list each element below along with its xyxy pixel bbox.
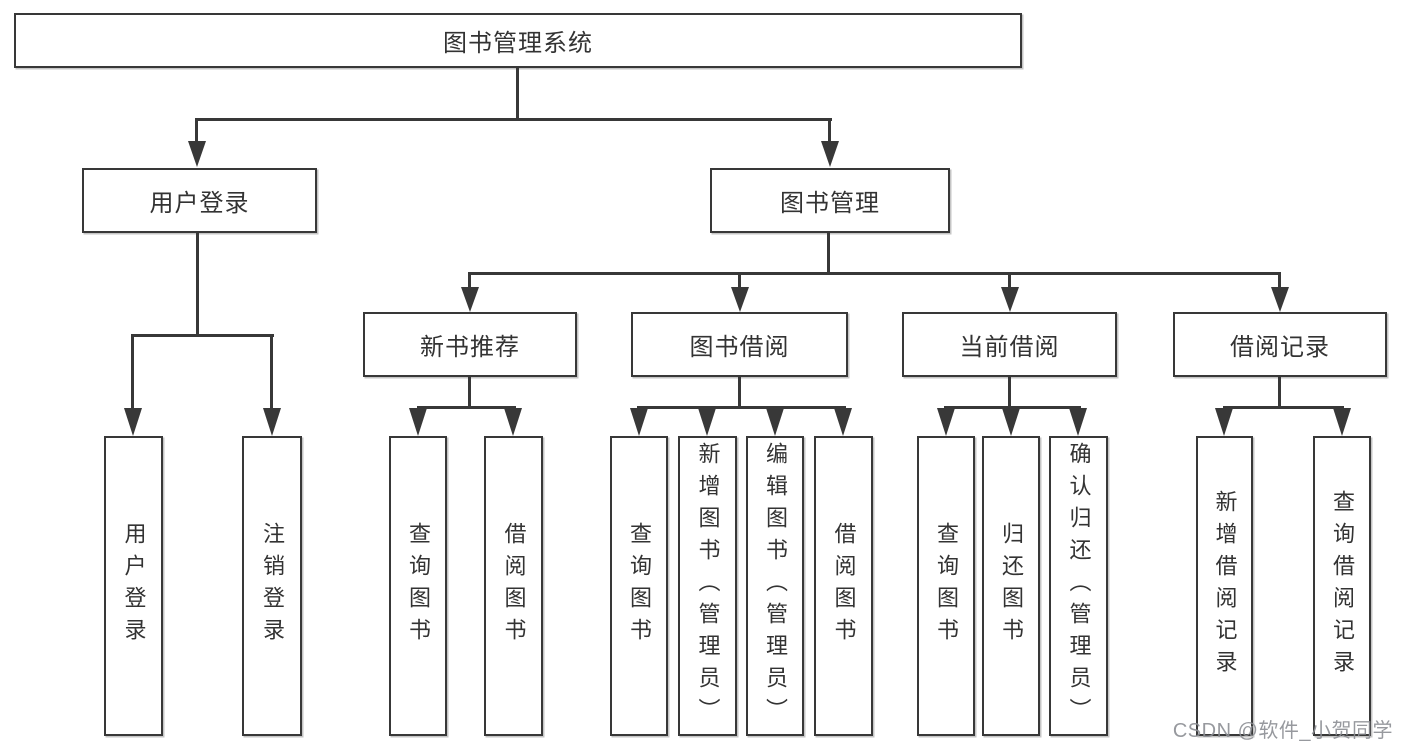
connector-line — [468, 377, 471, 408]
arrowhead-down-icon — [188, 141, 206, 167]
node-user-login: 用户登录 — [82, 168, 317, 233]
node-label: 新增借阅记录 — [1212, 490, 1238, 682]
node-label: 查询图书 — [627, 522, 652, 650]
node-new-book-recommend: 新书推荐 — [363, 312, 577, 377]
connector-line — [417, 406, 516, 409]
arrowhead-down-icon — [504, 408, 522, 436]
connector-line — [270, 336, 273, 410]
connector-line — [738, 274, 741, 288]
arrowhead-down-icon — [1333, 408, 1351, 436]
node-label: 图书借阅 — [689, 334, 790, 361]
node-label: 查询图书 — [406, 522, 431, 650]
node-current-borrowing: 当前借阅 — [902, 312, 1117, 377]
connector-line — [1278, 274, 1281, 288]
node-label: 归还图书 — [999, 522, 1024, 650]
arrowhead-down-icon — [630, 408, 648, 436]
node-label: 新书推荐 — [420, 334, 520, 361]
node-label: 图书管理系统 — [443, 30, 593, 57]
connector-line — [468, 272, 1281, 275]
node-label: 注销登录 — [260, 522, 285, 650]
arrowhead-down-icon — [1215, 408, 1233, 436]
arrowhead-down-icon — [766, 408, 784, 436]
node-label: 确认归还（管理员） — [1066, 442, 1092, 730]
node-borrowing-records: 借阅记录 — [1173, 312, 1387, 377]
connector-line — [1008, 274, 1011, 288]
connector-line — [827, 233, 830, 274]
node-label: 借阅图书 — [501, 522, 527, 650]
connector-line — [195, 119, 198, 142]
connector-line — [944, 406, 1081, 409]
node-label: 查询图书 — [934, 522, 959, 650]
leaf-br-add-record: 新增借阅记录 — [1196, 436, 1253, 736]
connector-line — [516, 68, 519, 120]
leaf-logout: 注销登录 — [242, 436, 302, 736]
arrowhead-down-icon — [731, 287, 749, 312]
node-label: 查询借阅记录 — [1330, 490, 1355, 682]
node-book-borrowing: 图书借阅 — [631, 312, 848, 377]
leaf-br-query-record: 查询借阅记录 — [1313, 436, 1371, 736]
arrowhead-down-icon — [698, 408, 716, 436]
connector-line — [1278, 377, 1281, 408]
arrowhead-down-icon — [461, 287, 479, 312]
node-label: 用户登录 — [121, 522, 147, 650]
arrowhead-down-icon — [263, 408, 281, 436]
node-label: 编辑图书（管理员） — [763, 442, 788, 730]
arrowhead-down-icon — [1271, 287, 1289, 312]
node-label: 新增图书（管理员） — [695, 442, 721, 730]
leaf-bb-add-books-admin: 新增图书（管理员） — [678, 436, 737, 736]
arrowhead-down-icon — [1002, 408, 1020, 436]
connector-line — [738, 377, 741, 408]
arrowhead-down-icon — [1069, 408, 1087, 436]
leaf-bb-edit-books-admin: 编辑图书（管理员） — [746, 436, 804, 736]
arrowhead-down-icon — [409, 408, 427, 436]
arrowhead-down-icon — [937, 408, 955, 436]
connector-line — [131, 336, 134, 410]
node-label: 借阅记录 — [1230, 334, 1330, 361]
node-label: 用户登录 — [149, 190, 250, 217]
leaf-user-login: 用户登录 — [104, 436, 163, 736]
arrowhead-down-icon — [821, 141, 839, 167]
connector-line — [828, 119, 831, 142]
connector-line — [196, 233, 199, 336]
node-label: 当前借阅 — [959, 334, 1060, 361]
leaf-nbr-borrow-books: 借阅图书 — [484, 436, 543, 736]
leaf-cb-return-books: 归还图书 — [982, 436, 1040, 736]
leaf-nbr-query-books: 查询图书 — [389, 436, 447, 736]
connector-line — [131, 334, 274, 337]
connector-line — [1008, 377, 1011, 408]
connector-line — [195, 118, 832, 121]
connector-line — [637, 406, 846, 409]
connector-line — [1223, 406, 1344, 409]
arrowhead-down-icon — [834, 408, 852, 436]
node-book-management: 图书管理 — [710, 168, 950, 233]
leaf-bb-query-books: 查询图书 — [610, 436, 668, 736]
watermark: CSDN @软件_小贺同学 — [1172, 720, 1393, 742]
leaf-cb-query-books: 查询图书 — [917, 436, 975, 736]
connector-line — [468, 274, 471, 288]
node-label: 图书管理 — [780, 190, 880, 217]
leaf-cb-confirm-return-admin: 确认归还（管理员） — [1049, 436, 1108, 736]
arrowhead-down-icon — [1001, 287, 1019, 312]
node-root-library-system: 图书管理系统 — [14, 13, 1022, 68]
leaf-bb-borrow-books: 借阅图书 — [814, 436, 873, 736]
arrowhead-down-icon — [124, 408, 142, 436]
node-label: 借阅图书 — [831, 522, 857, 650]
